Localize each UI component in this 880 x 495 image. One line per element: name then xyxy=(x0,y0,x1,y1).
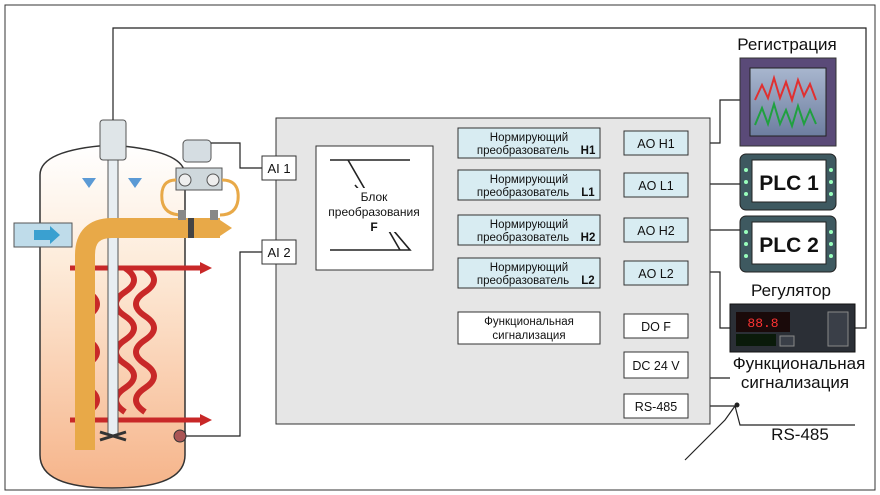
stirrer-motor xyxy=(99,119,127,161)
input-ai2-label: AI 2 xyxy=(267,245,290,260)
input-ai1 xyxy=(261,155,297,181)
svg-text:88.8: 88.8 xyxy=(747,316,778,331)
outer-frame xyxy=(4,4,876,491)
svg-text:Нормирующий: Нормирующий xyxy=(490,219,568,231)
output-aoh1: AO H1 xyxy=(637,137,675,151)
process-pipe xyxy=(75,218,220,450)
output-aol1: AO L1 xyxy=(638,179,673,193)
plc2-panel xyxy=(739,215,837,273)
svg-text:преобразователь: преобразователь xyxy=(477,187,569,199)
svg-text:H1: H1 xyxy=(581,145,596,157)
svg-text:преобразователь: преобразователь xyxy=(477,145,569,157)
temp-sensor-icon xyxy=(173,429,187,443)
tank-vessel xyxy=(13,119,232,489)
conversion-label-2: преобразования xyxy=(328,205,419,219)
output-modules: AO H1 AO L1 AO H2 AO L2 DO F DC 24 V RS-… xyxy=(623,130,689,419)
svg-text:L1: L1 xyxy=(581,187,595,199)
output-dc: DC 24 V xyxy=(632,359,680,373)
svg-text:Нормирующий: Нормирующий xyxy=(490,174,568,186)
svg-text:Нормирующий: Нормирующий xyxy=(490,262,568,274)
input-ai1-label: AI 1 xyxy=(267,161,290,176)
svg-text:преобразователь: преобразователь xyxy=(477,232,569,244)
svg-text:Нормирующий: Нормирующий xyxy=(490,132,568,144)
output-dof: DO F xyxy=(641,320,671,334)
normalizer-l2: Нормирующий преобразователь L2 xyxy=(457,257,601,289)
svg-text:H2: H2 xyxy=(581,232,596,244)
rs485-bus-label: RS-485 xyxy=(771,425,829,444)
plc1-label: PLC 1 xyxy=(759,172,819,195)
output-aol2: AO L2 xyxy=(638,267,673,281)
alarm-block-label-2: сигнализация xyxy=(492,330,565,342)
svg-text:L2: L2 xyxy=(581,275,594,287)
plc1-panel xyxy=(739,153,837,211)
plc2-label: PLC 2 xyxy=(759,234,819,257)
conversion-label-3: F xyxy=(370,220,377,234)
normalizer-l1: Нормирующий преобразователь L1 xyxy=(457,169,601,201)
registration-label: Регистрация xyxy=(737,35,836,54)
normalizer-h2: Нормирующий преобразователь H2 xyxy=(457,214,601,246)
input-ai2 xyxy=(261,239,297,265)
alarm-device-label-2: сигнализация xyxy=(741,373,849,392)
alarm-block-label-1: Функциональная xyxy=(484,316,574,328)
svg-text:преобразователь: преобразователь xyxy=(477,275,569,287)
output-rs485: RS-485 xyxy=(635,400,677,414)
regulator-device: 88.8 xyxy=(729,303,856,353)
registration-monitor xyxy=(739,57,837,147)
alarm-device-label-1: Функциональная xyxy=(733,354,866,373)
spray-nozzle xyxy=(82,178,142,188)
alarm-block xyxy=(457,311,601,345)
normalizer-h1: Нормирующий преобразователь H1 xyxy=(457,127,601,159)
conversion-label-1: Блок xyxy=(361,190,389,204)
pressure-transmitter xyxy=(160,139,240,220)
regulator-label: Регулятор xyxy=(751,281,831,300)
output-aoh2: AO H2 xyxy=(637,224,675,238)
